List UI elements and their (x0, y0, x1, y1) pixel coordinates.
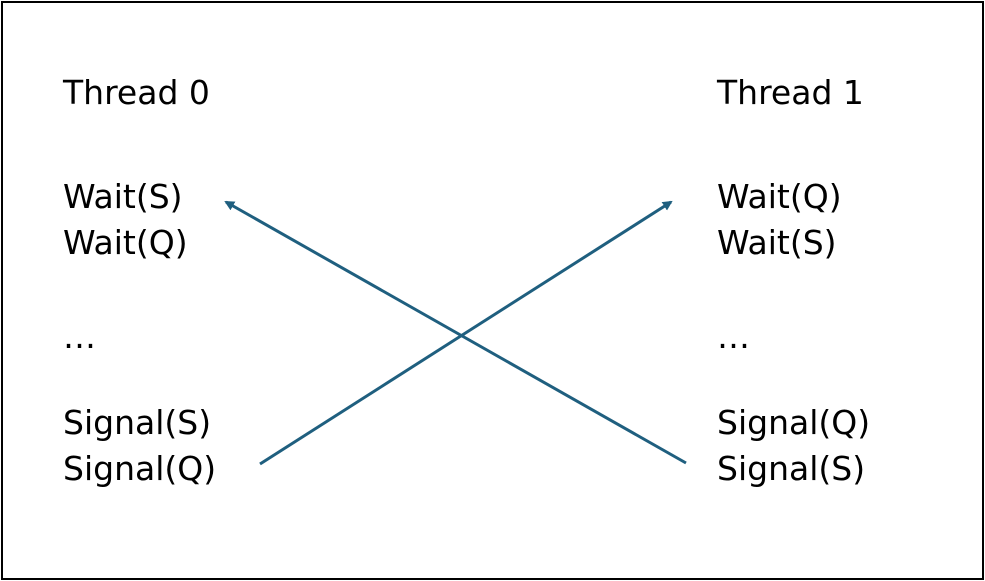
thread-0-title: Thread 0 (63, 73, 210, 112)
thread-0-ellipsis: … (63, 317, 96, 356)
thread-0-signal-q: Signal(Q) (63, 449, 217, 488)
arrow-signal-s-to-wait-s (224, 200, 687, 465)
thread-0-wait-q: Wait(Q) (63, 223, 188, 262)
thread-1-ellipsis: … (717, 317, 750, 356)
thread-1-signal-s: Signal(S) (717, 449, 866, 488)
thread-1-wait-s: Wait(S) (717, 223, 837, 262)
thread-1-wait-q: Wait(Q) (717, 177, 842, 216)
thread-1-title: Thread 1 (717, 73, 864, 112)
thread-0-column: Thread 0 Wait(S) Wait(Q) … Signal(S) Sig… (63, 0, 363, 581)
thread-0-wait-s: Wait(S) (63, 177, 183, 216)
thread-1-signal-q: Signal(Q) (717, 403, 871, 442)
thread-0-signal-s: Signal(S) (63, 403, 212, 442)
thread-1-column: Thread 1 Wait(Q) Wait(S) … Signal(Q) Sig… (717, 0, 985, 581)
arrow-signal-q-to-wait-q (259, 200, 673, 466)
